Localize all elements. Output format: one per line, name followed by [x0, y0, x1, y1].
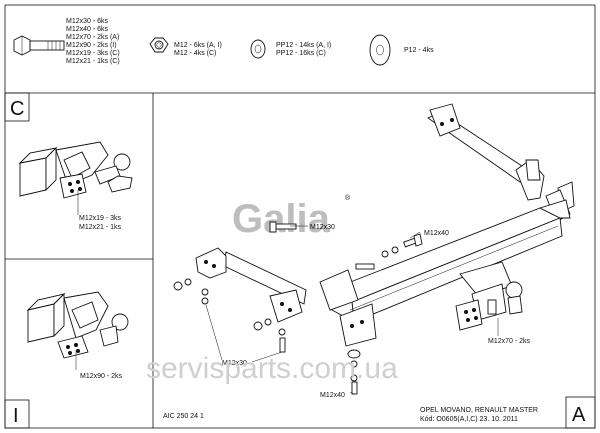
bolt-list: M12x30 - 6ks M12x40 - 6ks M12x70 - 2ks (… — [66, 18, 120, 65]
main-variant-box — [565, 396, 596, 429]
bolt-list-item: M12x30 - 6ks — [66, 18, 109, 25]
bolt-label-top: M12x30 — [310, 224, 335, 231]
variant-i-label: M12x90 - 2ks — [80, 373, 123, 380]
nut-icon — [149, 37, 169, 53]
washer-icon — [250, 39, 266, 59]
nut-list-item: M12 - 6ks (A, I) — [174, 42, 222, 49]
bolt-list-item: M12x70 - 2ks (A) — [66, 34, 119, 41]
tow-ball-icon — [505, 281, 523, 299]
bolt-list-item: M12x21 - 1ks (C) — [66, 58, 120, 65]
bolt-label-right: M12x40 — [424, 230, 449, 237]
vehicle-title: OPEL MOVANO, RENAULT MASTER — [420, 407, 538, 414]
bolt-label-bottom: M12x30 — [222, 360, 247, 367]
washer-list-item: PP12 - 14ks (A, I) — [276, 42, 331, 49]
bolt-list-item: M12x90 - 2ks (I) — [66, 42, 117, 49]
variant-i-letter: I — [13, 405, 19, 427]
leader-lines — [205, 225, 499, 395]
approval-number: AIC 250 24 1 — [163, 413, 204, 420]
svg-text:®: ® — [345, 194, 351, 202]
galia-logo: Galia ® — [232, 194, 351, 241]
bolt-label-lower-right: M12x40 — [320, 392, 345, 399]
variant-i-box — [4, 399, 30, 429]
bolt-list-item: M12x40 - 6ks — [66, 26, 109, 33]
fastener-set — [173, 221, 423, 395]
variant-c-label: M12x19 - 3ks — [79, 215, 122, 222]
variant-c-box — [4, 92, 30, 122]
nut-list-item: M12 - 4ks (C) — [174, 50, 216, 57]
side-plate-bracket — [195, 247, 307, 323]
variant-c-detail — [18, 141, 133, 215]
bolt-icon — [13, 35, 65, 56]
main-variant-letter: A — [572, 404, 586, 426]
watermark: servisparts.com.ua — [146, 352, 398, 385]
large-washer-icon — [369, 34, 391, 66]
variant-c-letter: C — [10, 98, 24, 120]
svg-text:Galia: Galia — [232, 197, 331, 241]
tow-ball-icon — [113, 153, 131, 171]
variant-c-label: M12x21 - 1ks — [79, 224, 122, 231]
main-crossbar-assembly — [319, 103, 575, 347]
variant-i-detail — [26, 291, 129, 370]
washer-list-item: PP12 - 16ks (C) — [276, 50, 326, 57]
outer-frame — [4, 4, 596, 429]
large-washer-label: P12 - 4ks — [404, 47, 434, 54]
product-code: Kód: O0605(A,I,C) 23. 10. 2011 — [420, 416, 518, 423]
ball-bolt-label: M12x70 - 2ks — [488, 338, 531, 345]
bolt-list-item: M12x19 - 3ks (C) — [66, 50, 120, 57]
